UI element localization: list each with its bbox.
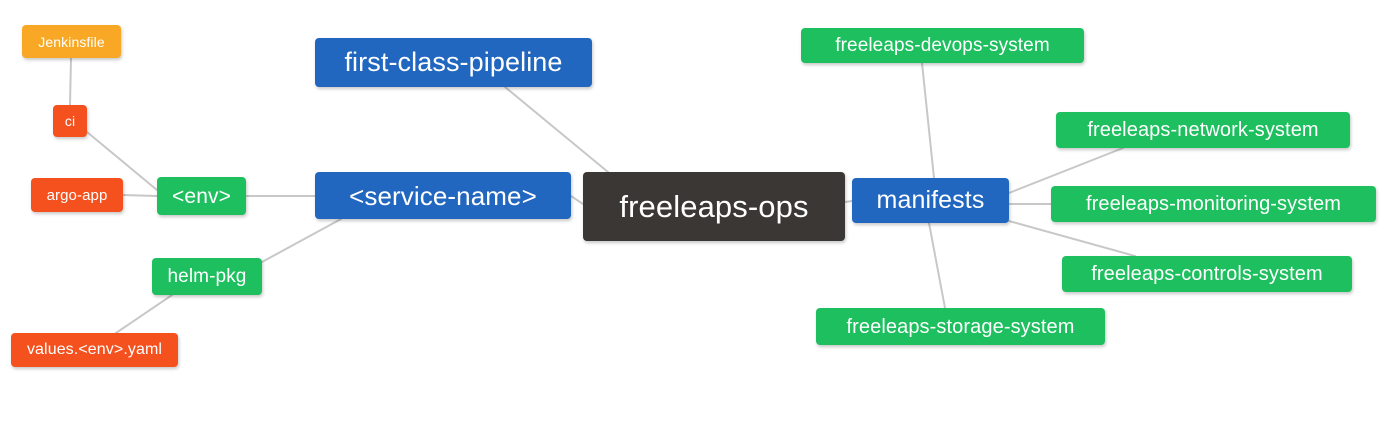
node-ci[interactable]: ci [53,105,87,137]
node-jenkinsfile[interactable]: Jenkinsfile [22,25,121,58]
node-label: manifests [876,186,985,214]
node-values-yaml[interactable]: values.<env>.yaml [11,333,178,367]
node-controls-system[interactable]: freeleaps-controls-system [1062,256,1352,292]
node-env[interactable]: <env> [157,177,246,215]
node-network-system[interactable]: freeleaps-network-system [1056,112,1350,148]
node-argo-app[interactable]: argo-app [31,178,123,212]
node-label: first-class-pipeline [344,47,563,77]
node-label: freeleaps-network-system [1087,119,1319,141]
node-label: freeleaps-monitoring-system [1085,193,1341,215]
edge-manifests-to-devops-system [921,62,935,179]
edge-helm-pkg-to-values-yaml [115,294,173,334]
edge-jenkinsfile-to-ci [69,57,72,106]
node-label: freeleaps-storage-system [846,315,1075,338]
node-first-class[interactable]: first-class-pipeline [315,38,592,87]
node-label: Jenkinsfile [38,33,105,50]
edge-manifests-to-controls-system [1008,220,1136,257]
node-label: freeleaps-devops-system [835,35,1050,56]
node-label: freeleaps-ops [619,189,809,224]
node-monitoring-system[interactable]: freeleaps-monitoring-system [1051,186,1376,222]
node-label: ci [64,113,76,129]
edge-manifests-to-storage-system [928,222,946,309]
node-helm-pkg[interactable]: helm-pkg [152,258,262,295]
edge-first-class-to-freeleaps-ops [504,86,609,173]
node-label: helm-pkg [167,266,247,287]
node-service-name[interactable]: <service-name> [315,172,571,219]
node-freeleaps-ops[interactable]: freeleaps-ops [583,172,845,241]
edge-service-name-to-freeleaps-ops [570,195,584,205]
edge-argo-app-to-env [122,194,158,197]
node-devops-system[interactable]: freeleaps-devops-system [801,28,1084,63]
node-storage-system[interactable]: freeleaps-storage-system [816,308,1105,345]
node-label: freeleaps-controls-system [1091,263,1323,285]
node-label: argo-app [46,186,108,204]
edge-freeleaps-ops-to-manifests [844,200,853,203]
edge-service-name-to-helm-pkg [261,218,342,263]
node-manifests[interactable]: manifests [852,178,1009,223]
node-label: values.<env>.yaml [26,341,163,358]
node-label: <service-name> [349,180,537,211]
node-label: <env> [172,184,231,208]
